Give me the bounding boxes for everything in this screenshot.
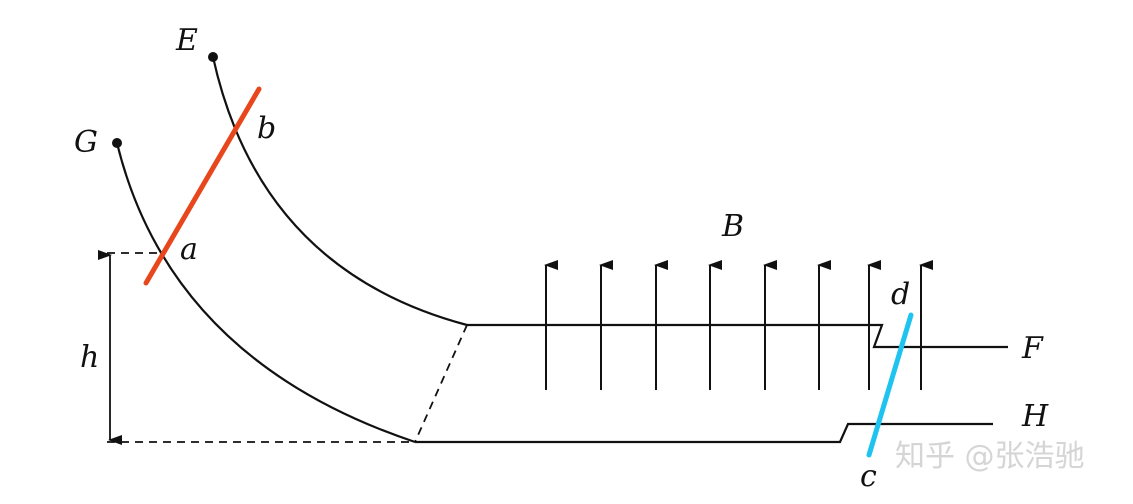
label-E: E xyxy=(175,23,198,58)
label-b: b xyxy=(257,111,276,146)
label-F: F xyxy=(1021,331,1044,366)
label-d: d xyxy=(891,277,910,312)
magnetic-field-arrows xyxy=(544,260,933,390)
point-E-dot xyxy=(208,52,218,62)
label-H: H xyxy=(1021,399,1049,434)
label-a: a xyxy=(180,232,198,267)
label-h: h xyxy=(80,340,99,375)
point-G-dot xyxy=(112,138,122,148)
rail-curve-outer-E xyxy=(211,56,468,327)
rail-horizontal-H xyxy=(415,422,993,444)
rail-curve-inner-G xyxy=(115,142,416,444)
dashed-joint-line xyxy=(414,324,468,443)
rail-horizontal-F xyxy=(467,323,1008,349)
rod-cd xyxy=(866,312,914,458)
label-B: B xyxy=(721,209,744,244)
label-c: c xyxy=(860,459,877,494)
label-G: G xyxy=(74,125,98,160)
watermark-text: 知乎 @张浩驰 xyxy=(895,439,1085,474)
rod-ab xyxy=(143,86,262,286)
